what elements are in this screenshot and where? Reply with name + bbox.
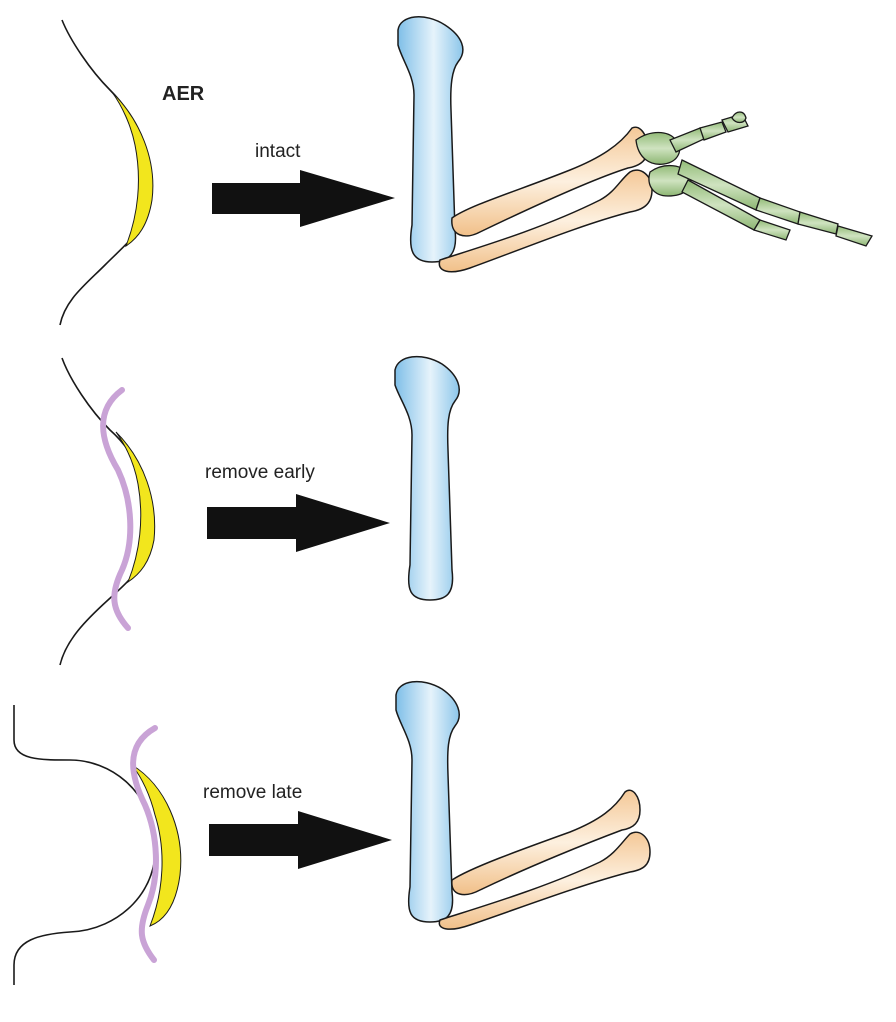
aer-label: AER xyxy=(162,83,205,105)
stylopod-bone xyxy=(394,355,460,601)
removed-region-arc xyxy=(100,387,134,631)
remove-late-label: remove late xyxy=(203,782,302,803)
remove-early-label: remove early xyxy=(205,462,315,483)
stylopod-bone xyxy=(395,680,460,923)
row-intact: AER intact xyxy=(59,16,873,326)
zeugopod-bone-upper xyxy=(451,789,641,896)
zeugopod-bone-upper xyxy=(451,126,649,237)
zeugopod-bone-lower xyxy=(438,831,651,930)
removed-region-arc xyxy=(130,725,159,963)
zeugopod-bone-lower xyxy=(438,169,653,273)
autopod-bones xyxy=(635,111,873,247)
arrow-icon xyxy=(209,811,392,869)
arrow-icon xyxy=(212,170,395,227)
arrow-icon xyxy=(207,494,390,552)
aer-crescent xyxy=(115,431,156,584)
row-remove-early: remove early xyxy=(59,355,460,666)
aer-crescent xyxy=(131,764,182,927)
limb-bud-outline xyxy=(59,19,149,326)
aer-crescent xyxy=(111,91,154,248)
row-remove-late: remove late xyxy=(13,680,651,985)
intact-label: intact xyxy=(255,141,301,162)
limb-bud-outline xyxy=(59,357,151,666)
